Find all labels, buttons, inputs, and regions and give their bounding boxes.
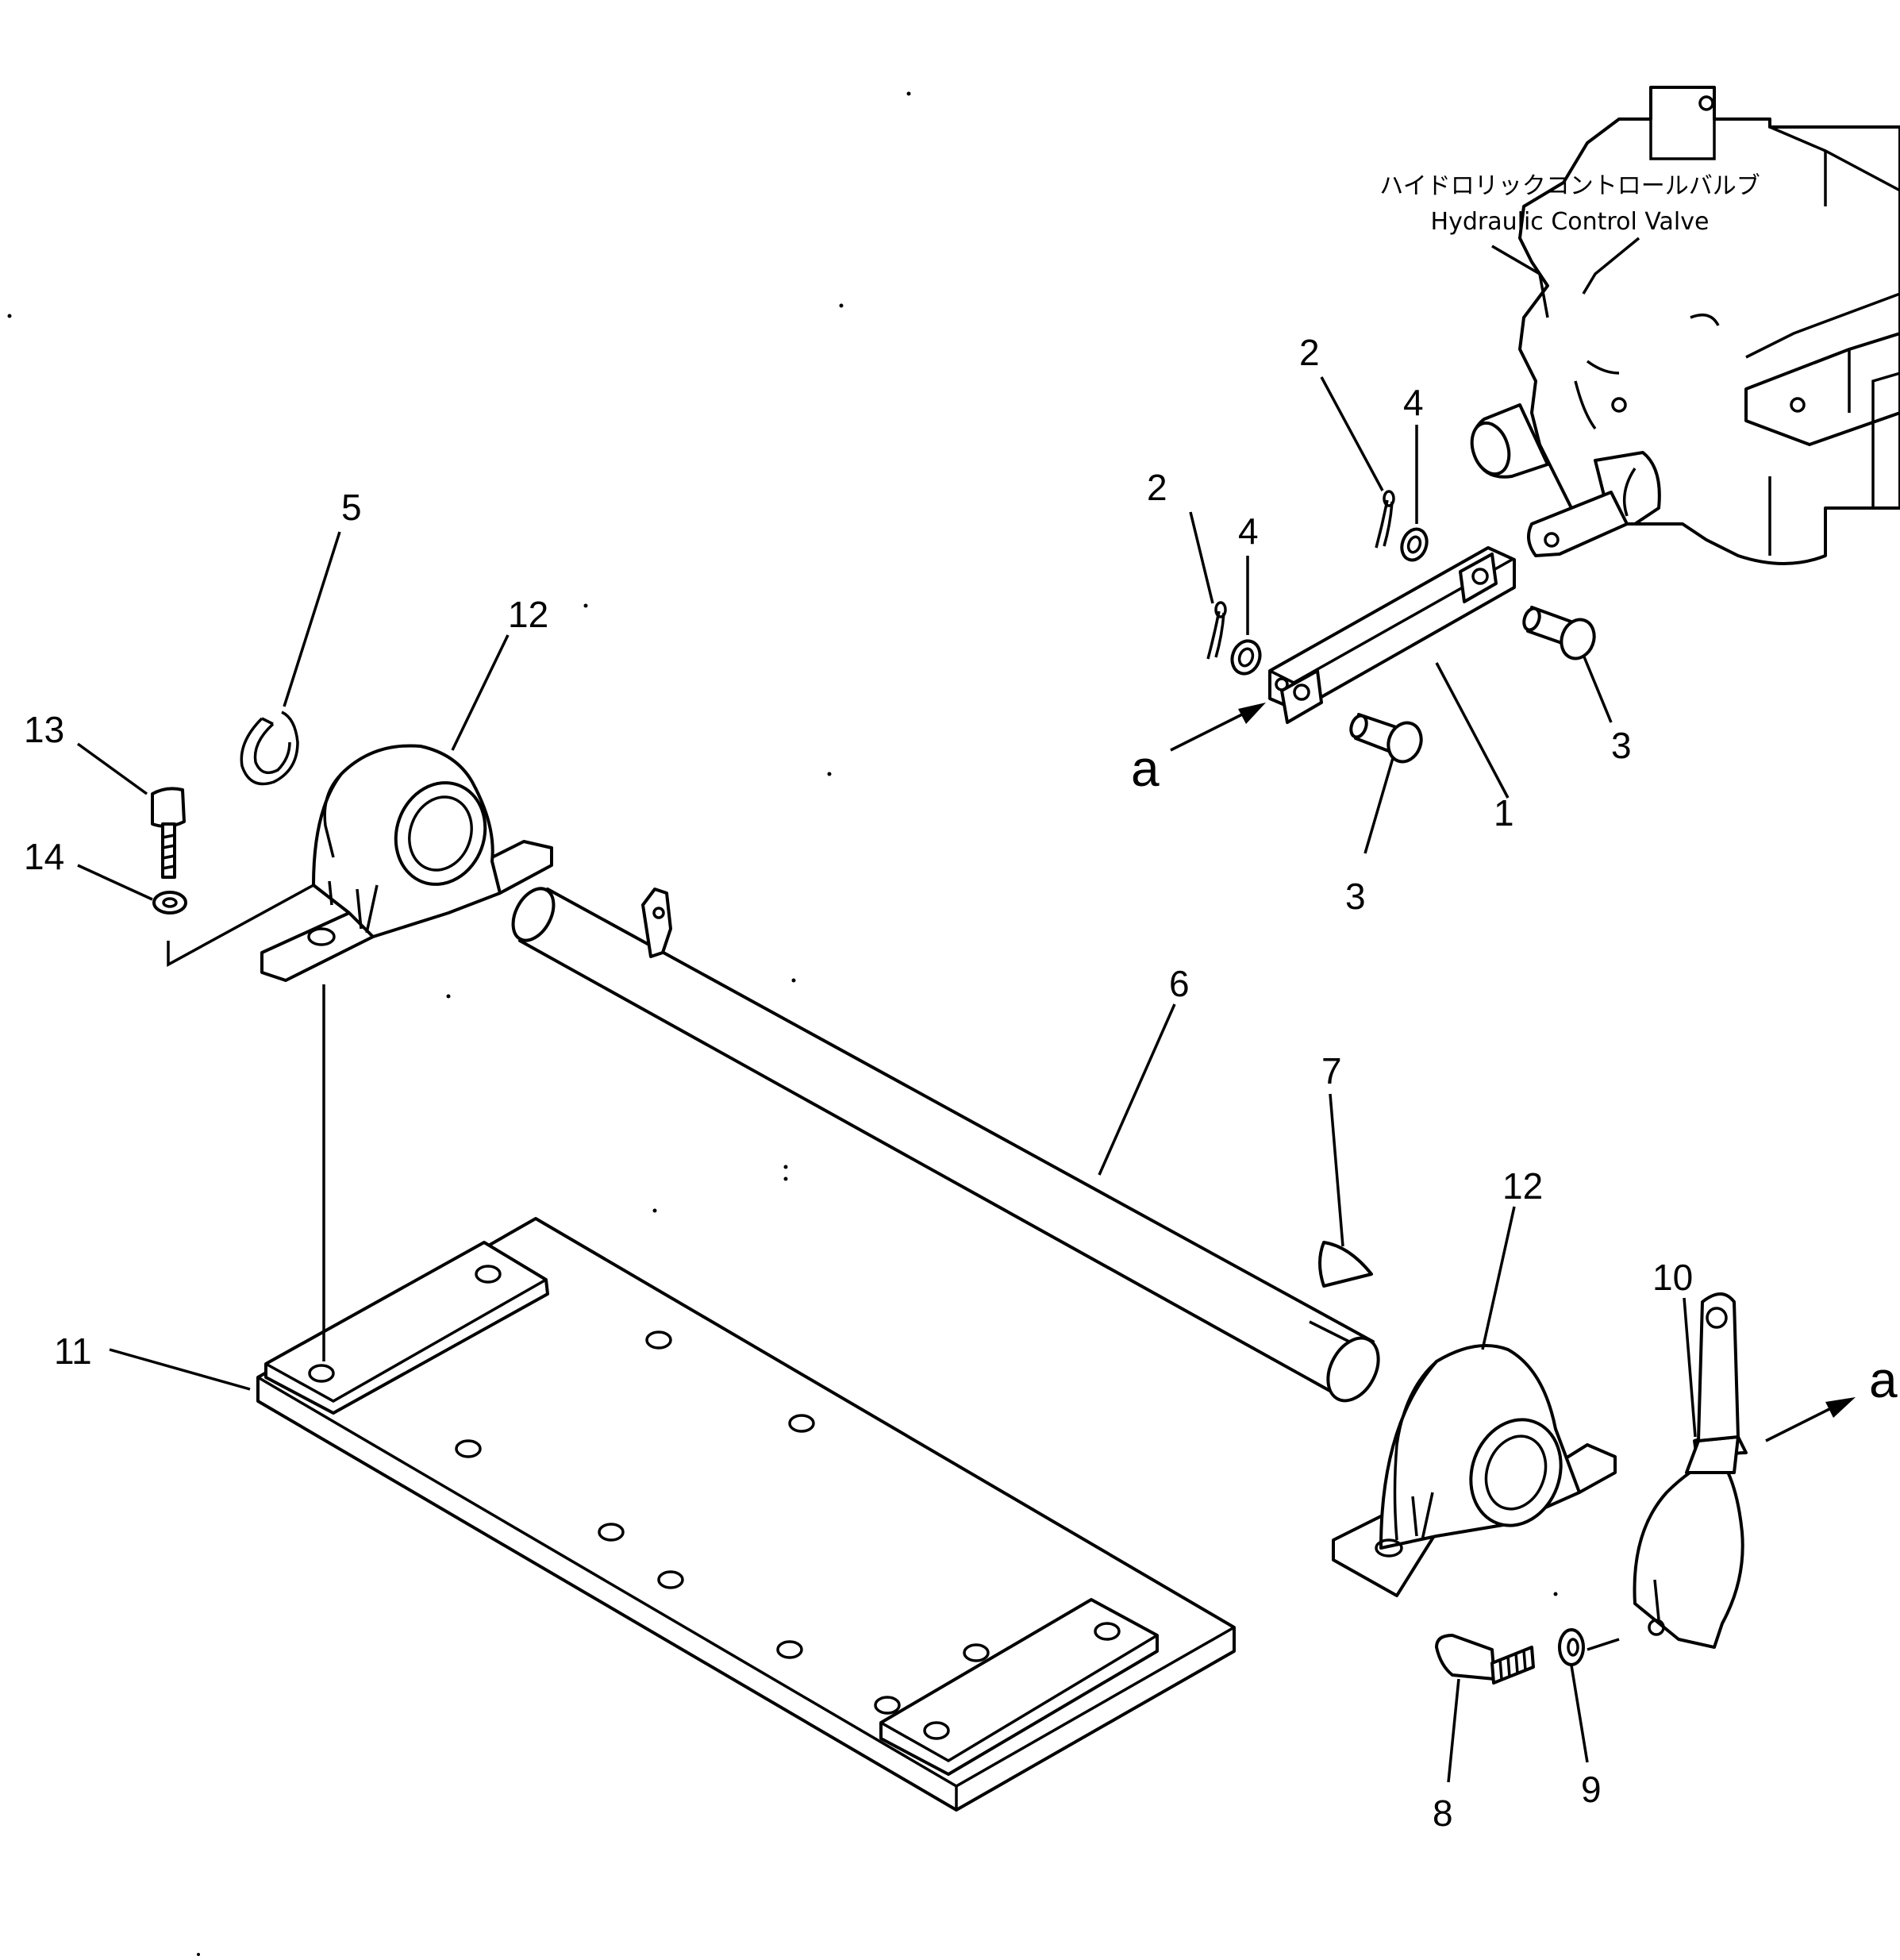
lock-washer-part-14 [152, 891, 187, 915]
callout-4-right: 4 [1403, 382, 1424, 423]
lever-part-10 [1633, 1292, 1748, 1649]
bolt-part-8 [1435, 1634, 1535, 1685]
callout-3-right: 3 [1611, 725, 1632, 766]
bolt-part-13 [151, 787, 186, 879]
snap-ring-part-5 [240, 710, 299, 786]
valve-caption: ハイドロリックコントロールバルブ Hydraulic Control Valve [1379, 172, 1760, 318]
callout-6: 6 [1169, 963, 1190, 1004]
callout-leaders [76, 376, 1697, 1783]
callout-3-left: 3 [1345, 876, 1366, 917]
pin-part-3-right [1522, 606, 1596, 660]
hydraulic-control-valve [1470, 86, 1900, 565]
bearing-part-12-right [1332, 1344, 1617, 1597]
callout-1: 1 [1494, 792, 1514, 834]
shaft-part-6 [511, 887, 1380, 1403]
callout-7: 7 [1321, 1050, 1342, 1092]
washer-part-4-left [1230, 639, 1262, 676]
washer-alignment-line [1587, 1638, 1620, 1651]
bearing-part-12-left [260, 744, 553, 982]
link-bar-part-1 [1268, 546, 1516, 724]
callout-9: 9 [1581, 1769, 1602, 1810]
scan-specks [7, 91, 1558, 1956]
callout-12-right: 12 [1502, 1165, 1543, 1207]
valve-caption-japanese: ハイドロリックコントロールバルブ [1379, 172, 1760, 200]
callout-8: 8 [1433, 1792, 1453, 1834]
arrow-a-right: a [1765, 1351, 1898, 1442]
base-plate-part-11 [256, 1217, 1236, 1812]
callout-5: 5 [341, 487, 362, 528]
key-part-7 [1318, 1241, 1373, 1288]
arrow-a-right-label: a [1869, 1351, 1898, 1408]
callout-4-left: 4 [1238, 510, 1259, 552]
callout-10: 10 [1652, 1257, 1693, 1298]
cotter-pin-part-2-left [1206, 601, 1227, 660]
pin-part-3-left [1349, 713, 1423, 764]
arrow-a-left: a [1131, 703, 1266, 797]
cotter-pin-part-2-right [1375, 490, 1395, 549]
callout-14: 14 [24, 836, 64, 877]
callout-12-left: 12 [508, 594, 548, 635]
bolt-alignment-line [167, 884, 314, 967]
valve-caption-english: Hydraulic Control Valve [1431, 208, 1710, 236]
washer-part-4-right [1400, 527, 1429, 562]
callout-2-left: 2 [1147, 467, 1167, 508]
callout-2-right: 2 [1299, 332, 1320, 373]
lock-washer-part-9 [1558, 1628, 1585, 1666]
callout-11: 11 [54, 1330, 92, 1372]
arrow-a-left-label: a [1131, 740, 1160, 797]
callout-13: 13 [24, 709, 64, 750]
